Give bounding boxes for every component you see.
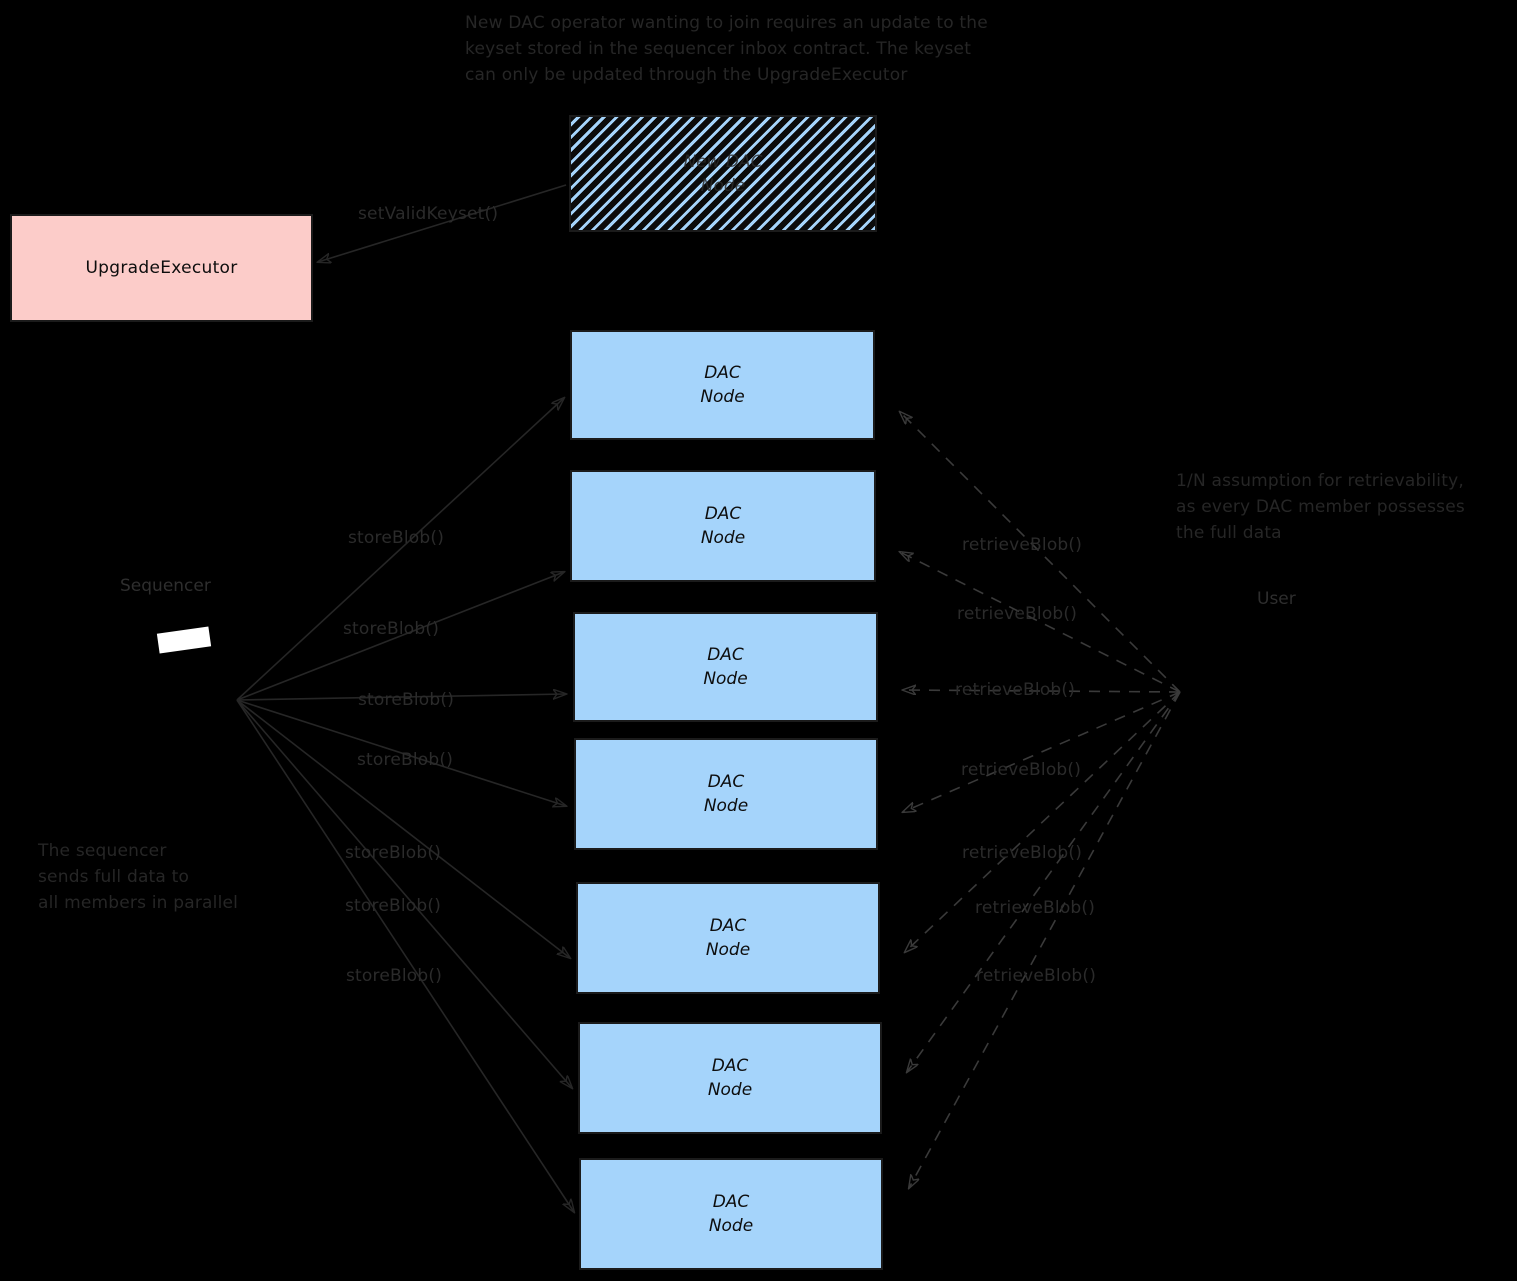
edge-label-store-blob-7: storeBlob() <box>346 966 443 986</box>
dac-node-5[interactable]: DAC Node <box>576 882 880 994</box>
note-right: 1/N assumption for retrievability, as ev… <box>1176 471 1465 543</box>
dac-node-6[interactable]: DAC Node <box>578 1022 882 1134</box>
dac-node-7[interactable]: DAC Node <box>579 1158 883 1270</box>
edge-label-retrieve-blob-1: retrieveBlob() <box>962 535 1083 555</box>
edge-label-store-blob-1: storeBlob() <box>348 528 445 548</box>
dac-node-label: DAC Node <box>707 1056 753 1100</box>
note-top: New DAC operator wanting to join require… <box>465 13 988 85</box>
edge-label-retrieve-blob-4: retrieveBlob() <box>961 760 1082 780</box>
edge-label-retrieve-blob-7: retrieveBlob() <box>976 966 1097 986</box>
dac-node-label: DAC Node <box>703 772 749 816</box>
edge-label-retrieve-blob-3: retrieveBlob() <box>955 680 1076 700</box>
edge-label-retrieve-blob-2: retrieveBlob() <box>957 604 1078 624</box>
dac-node-1[interactable]: DAC Node <box>570 330 875 440</box>
edge-store-blob-group <box>236 398 574 1212</box>
note-left: The sequencer sends full data to all mem… <box>38 841 239 913</box>
edge-label-retrieve-blob-6: retrieveBlob() <box>975 898 1096 918</box>
dac-node-4[interactable]: DAC Node <box>574 738 878 850</box>
sequencer-label: Sequencer <box>120 576 211 596</box>
edge-label-set-valid-keyset: setValidKeyset() <box>358 204 499 224</box>
dac-node-3[interactable]: DAC Node <box>573 612 878 722</box>
edge-label-store-blob-6: storeBlob() <box>345 896 442 916</box>
dac-node-label: DAC Node <box>700 504 746 548</box>
edge-label-store-blob-4: storeBlob() <box>357 750 454 770</box>
new-dac-node-box[interactable]: New DAC Node <box>569 115 877 232</box>
edge-retrieve-blob-group <box>900 412 1181 1188</box>
dac-node-label: DAC Node <box>708 1192 754 1236</box>
dac-node-2[interactable]: DAC Node <box>570 470 876 582</box>
new-dac-node-label: New DAC Node <box>683 151 763 196</box>
edge-label-store-blob-3: storeBlob() <box>358 690 455 710</box>
dac-node-label: DAC Node <box>705 916 751 960</box>
upgrade-executor-box[interactable]: UpgradeExecutor <box>10 214 313 322</box>
sequencer-icon <box>156 626 212 654</box>
user-label: User <box>1257 589 1296 609</box>
edge-label-store-blob-5: storeBlob() <box>345 843 442 863</box>
edge-label-retrieve-blob-5: retrieveBlob() <box>962 843 1083 863</box>
dac-node-label: DAC Node <box>703 645 748 689</box>
dac-node-label: DAC Node <box>700 363 745 407</box>
edge-label-store-blob-2: storeBlob() <box>343 619 440 639</box>
upgrade-executor-label: UpgradeExecutor <box>85 258 238 278</box>
